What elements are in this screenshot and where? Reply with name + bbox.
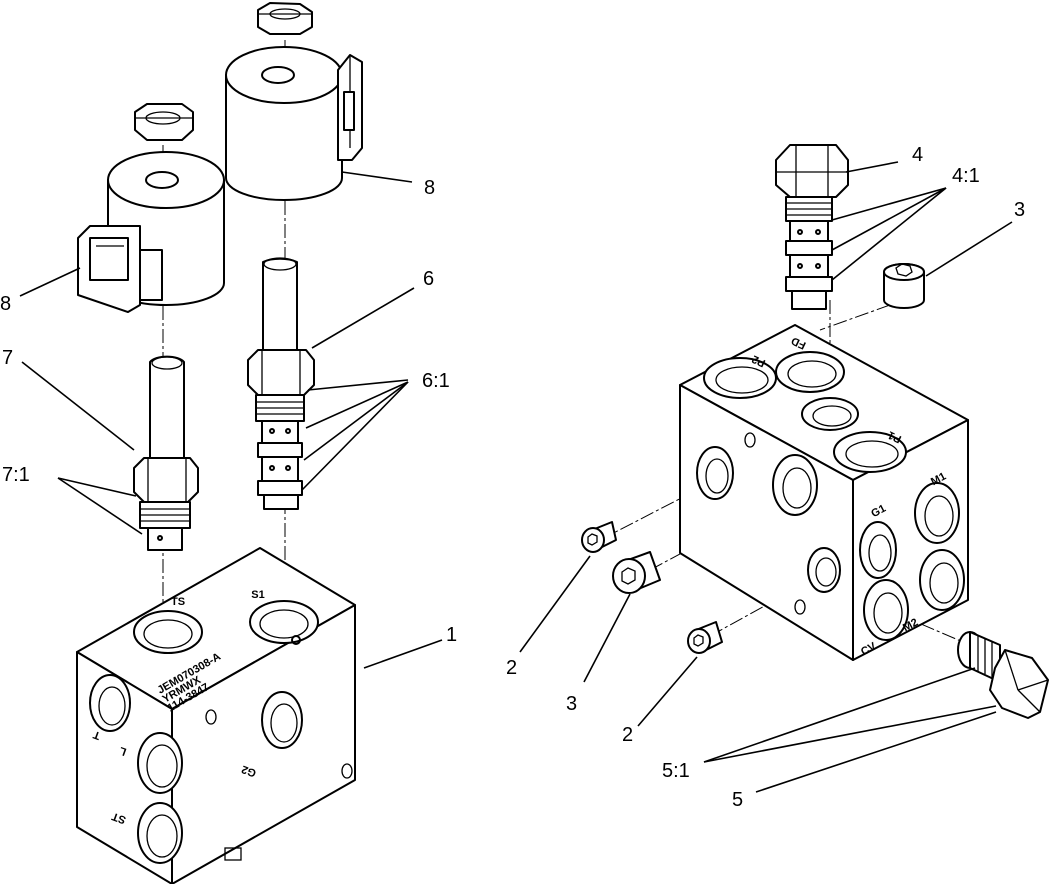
plug-2-lower bbox=[687, 621, 723, 654]
callout-6: 6 bbox=[423, 268, 434, 290]
hex-nut-top-left bbox=[134, 103, 194, 141]
solenoid-coil-right bbox=[225, 46, 363, 201]
port-mark-t: T bbox=[92, 728, 103, 742]
callout-8-top: 8 bbox=[424, 177, 435, 199]
right-block-markings: P2 FD P1 G1 M1 M2 CV bbox=[750, 334, 948, 658]
relief-valve-4 bbox=[775, 144, 849, 310]
hex-nut-top-right bbox=[257, 2, 313, 35]
cartridge-valve-7 bbox=[133, 355, 199, 551]
callout-labels: 8 8 6 6:1 7 7:1 1 4 4:1 3 2 3 2 5:1 5 bbox=[0, 144, 1025, 811]
plug-2-upper bbox=[581, 521, 617, 553]
callout-3-lower: 3 bbox=[566, 693, 577, 715]
port-mark-p1: P1 bbox=[886, 428, 903, 445]
plug-3-lower bbox=[612, 551, 661, 594]
port-mark-s1: S1 bbox=[251, 589, 264, 601]
plug-3-top bbox=[883, 263, 925, 309]
callout-6-1: 6:1 bbox=[422, 370, 450, 392]
port-mark-st: ST bbox=[110, 810, 128, 826]
callout-5: 5 bbox=[732, 789, 743, 811]
callout-4-1: 4:1 bbox=[952, 165, 980, 187]
callout-2-left: 2 bbox=[506, 657, 517, 679]
cartridge-valve-6 bbox=[247, 257, 315, 510]
callout-2-lower: 2 bbox=[622, 724, 633, 746]
leader-lines-left bbox=[19, 171, 443, 669]
valve-5 bbox=[957, 631, 1049, 719]
callout-4: 4 bbox=[912, 144, 923, 166]
callout-7: 7 bbox=[2, 347, 13, 369]
solenoid-coil-left bbox=[77, 151, 225, 313]
callout-5-1: 5:1 bbox=[662, 760, 690, 782]
leader-lines-right bbox=[519, 161, 1013, 793]
port-mark-ts: TS bbox=[171, 596, 185, 608]
port-mark-l: L bbox=[118, 744, 129, 758]
port-mark-p2: P2 bbox=[750, 352, 767, 369]
manifold-block-right bbox=[679, 324, 969, 661]
callout-1: 1 bbox=[446, 624, 457, 646]
manifold-block-left bbox=[76, 547, 356, 884]
callout-3-top: 3 bbox=[1014, 199, 1025, 221]
port-mark-fd: FD bbox=[790, 334, 808, 351]
callout-8-left: 8 bbox=[0, 293, 11, 315]
port-mark-g2: G2 bbox=[240, 763, 258, 779]
callout-7-1: 7:1 bbox=[2, 464, 30, 486]
